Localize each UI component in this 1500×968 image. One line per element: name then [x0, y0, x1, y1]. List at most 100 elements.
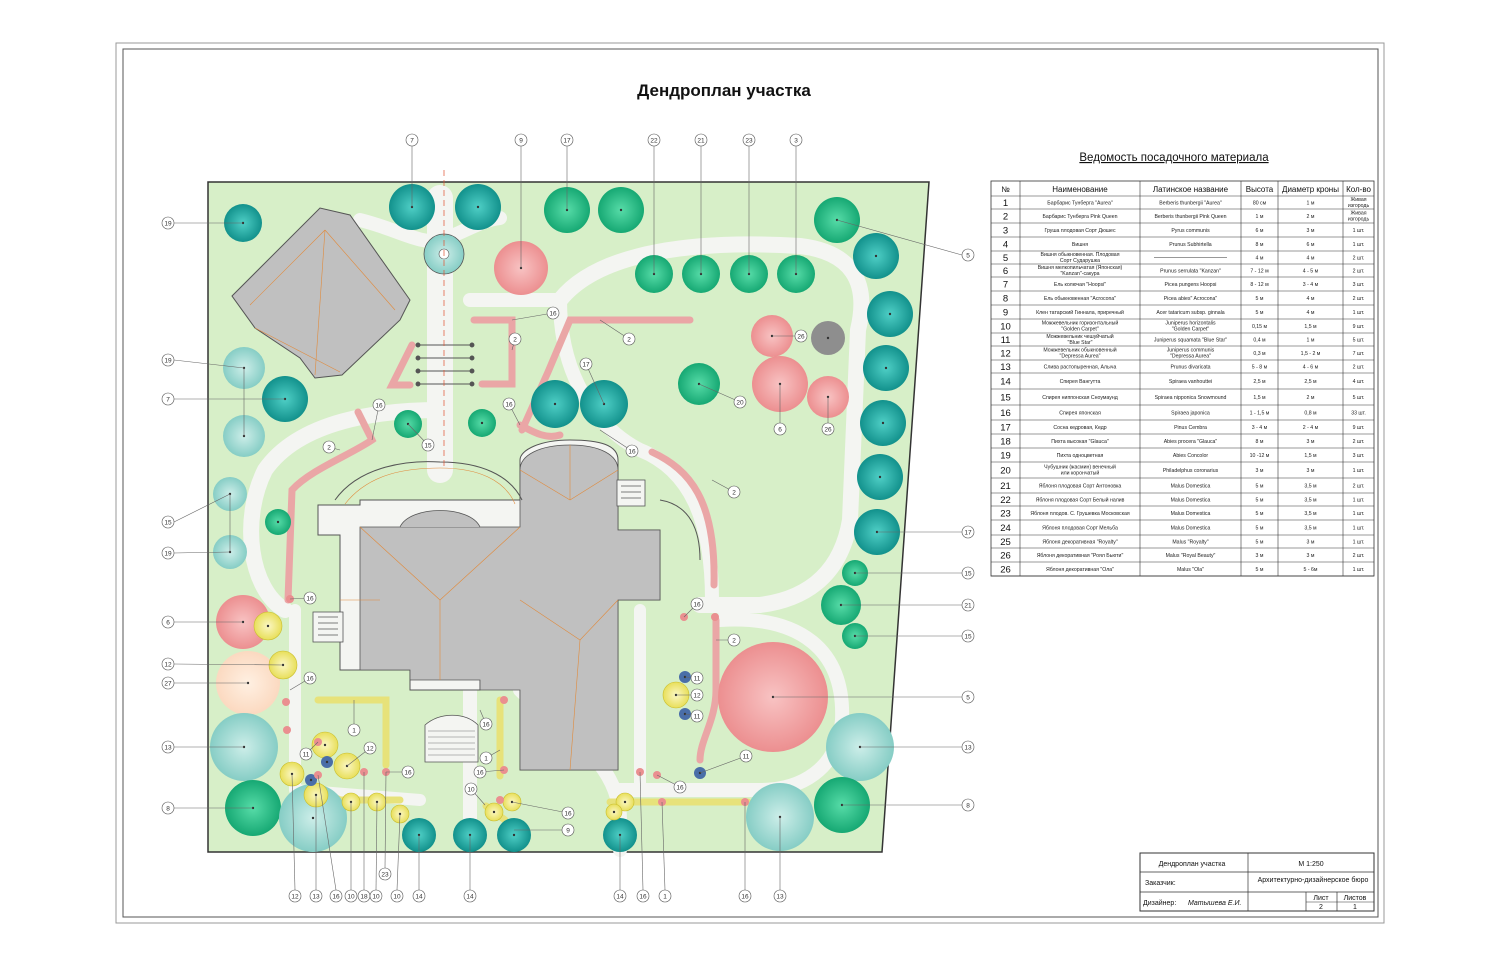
- callout-inner-11: 6: [773, 422, 787, 436]
- row-crown: 2 м: [1307, 214, 1315, 220]
- row-latin: Spiraea japonica: [1171, 411, 1210, 417]
- svg-text:14: 14: [466, 893, 474, 900]
- plant-22: [265, 509, 291, 535]
- row-number: 12: [1000, 348, 1011, 359]
- svg-text:2: 2: [732, 637, 736, 644]
- plant-61: [605, 803, 623, 821]
- svg-text:17: 17: [964, 529, 972, 536]
- row-number: 17: [1000, 422, 1011, 433]
- row-name: Яблоня декоративная "Роял Бьюти": [1037, 553, 1124, 559]
- row-name: Спирея ниппонская Сноумаунд: [1042, 395, 1118, 401]
- svg-text:16: 16: [628, 448, 636, 455]
- row-name: Вишня обыкновенная. Плодовая: [1040, 252, 1119, 258]
- callout-top-4: 22: [647, 133, 661, 147]
- svg-text:7: 7: [410, 137, 414, 144]
- svg-text:19: 19: [164, 357, 172, 364]
- row-height: 5 м: [1256, 498, 1264, 504]
- inner-frame: [122, 48, 1379, 918]
- spirea-dot-2: [282, 698, 290, 706]
- row-height: 2,5 м: [1253, 379, 1266, 385]
- row-latin: Malus Domestica: [1171, 511, 1211, 517]
- row-number: 25: [1000, 537, 1011, 548]
- callout-bottom-2: 13: [309, 889, 323, 903]
- svg-text:16: 16: [404, 769, 412, 776]
- svg-text:15: 15: [424, 442, 432, 449]
- spirea-dot-14: [496, 796, 504, 804]
- row-qty: 9 шт.: [1353, 425, 1365, 431]
- svg-text:10: 10: [393, 893, 401, 900]
- row-height: 7 - 12 м: [1250, 269, 1269, 275]
- row-crown: 4 м: [1307, 296, 1315, 302]
- row-name: Вишня мелкопильчатая (Японская): [1038, 265, 1123, 271]
- row-crown: 3 м: [1307, 439, 1315, 445]
- row-crown: 6 м: [1307, 242, 1315, 248]
- callout-inner-9: 26: [794, 329, 808, 343]
- svg-text:12: 12: [693, 692, 701, 699]
- row-name: Сосна кедровая, Кедр: [1053, 425, 1106, 431]
- row-name: Пихта высокая "Glauca": [1051, 439, 1109, 445]
- row-qty: 5 шт.: [1353, 395, 1365, 401]
- row-latin: Malus "Royal Beauty": [1166, 553, 1216, 559]
- svg-text:13: 13: [776, 893, 784, 900]
- row-qty: 33 шт.: [1351, 411, 1366, 417]
- plant-12: [853, 233, 899, 279]
- row-crown: 4 м: [1307, 310, 1315, 316]
- row-name: Яблоня декоративная "Royalty": [1042, 540, 1118, 546]
- row-qty: 1 шт.: [1353, 468, 1365, 474]
- row-number: 10: [1000, 321, 1011, 332]
- row-crown: 3 - 4 м: [1303, 282, 1319, 288]
- row-qty: 1 шт.: [1353, 310, 1365, 316]
- callout-top-7: 3: [789, 133, 803, 147]
- callout-inner-4: 2: [622, 332, 636, 346]
- svg-text:16: 16: [741, 893, 749, 900]
- callout-inner-15: 16: [303, 591, 317, 605]
- callout-bottom-12: 16: [636, 889, 650, 903]
- callout-left-5: 19: [161, 546, 175, 560]
- svg-text:22: 22: [650, 137, 658, 144]
- row-number: 18: [1000, 436, 1011, 447]
- row-name: Чубушник (жасмин) венечный: [1044, 464, 1116, 471]
- row-qty: 3 шт.: [1353, 282, 1365, 288]
- svg-text:16: 16: [306, 675, 314, 682]
- plant-3: [455, 184, 501, 230]
- plant-34: [811, 321, 845, 355]
- pergola: [415, 342, 475, 387]
- svg-text:21: 21: [697, 137, 705, 144]
- svg-text:8: 8: [166, 805, 170, 812]
- plant-31: [531, 380, 579, 428]
- row-crown: 1 м: [1307, 338, 1315, 344]
- callout-inner-19: 12: [363, 741, 377, 755]
- callout-left-2: 19: [161, 353, 175, 367]
- svg-text:10: 10: [372, 893, 380, 900]
- callout-left-8: 27: [161, 676, 175, 690]
- row-name: Можжевельник обыкновенный: [1043, 347, 1116, 354]
- row-crown: 2,5 м: [1304, 379, 1317, 385]
- callout-inner-7: 15: [421, 438, 435, 452]
- row-qty: 1 шт.: [1353, 242, 1365, 248]
- row-height: 3 м: [1256, 553, 1264, 559]
- row-height: 3 м: [1256, 468, 1264, 474]
- row-qty: 2 шт.: [1353, 553, 1365, 559]
- row-name: Ель обыкновенная "Acrocona": [1044, 296, 1116, 302]
- row-number: 20: [1000, 465, 1011, 476]
- stamp-bureau: Архитектурно-дизайнерское бюро: [1258, 876, 1369, 884]
- plant-58: [484, 802, 504, 822]
- row-height: 5 м: [1256, 310, 1264, 316]
- row-crown: 2 м: [1307, 395, 1315, 401]
- row-qty: 7 шт.: [1353, 351, 1365, 357]
- row-height: 1 м: [1256, 214, 1264, 220]
- row-number: 11: [1001, 335, 1011, 346]
- row-crown: 3 м: [1307, 468, 1315, 474]
- svg-text:16: 16: [676, 784, 684, 791]
- row-qty: 2 шт.: [1353, 365, 1365, 371]
- plant-13: [867, 291, 913, 337]
- svg-text:15: 15: [964, 633, 972, 640]
- row-latin: Prunus divaricata: [1170, 365, 1210, 371]
- callout-inner-31: 10: [464, 782, 478, 796]
- callout-inner-5: 16: [546, 306, 560, 320]
